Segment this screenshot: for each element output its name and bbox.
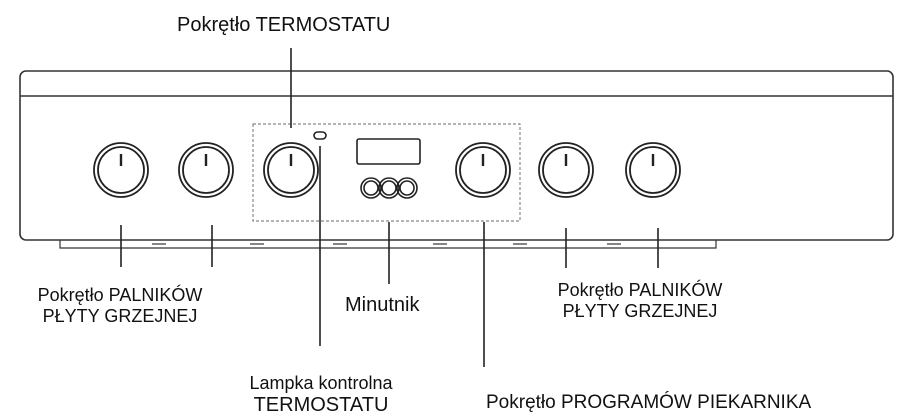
panel-bottom-rail [59,240,717,249]
hob-knobs-left-label: Pokrętło PALNIKÓW PŁYTY GRZEJNEJ [8,285,232,326]
hob-knobs-right-label-line2: PŁYTY GRZEJNEJ [562,300,718,321]
hob-knobs-left-label-line1: Pokrętło PALNIKÓW [37,285,203,305]
central-control-area [252,123,521,222]
hob-knob-1[interactable] [93,142,149,198]
control-panel-body [19,70,894,241]
thermostat-lamp-label-line1: Lampka kontrolna [249,373,393,393]
thermostat-knob-label: Pokrętło TERMOSTATU [177,14,391,36]
timer-button-2[interactable] [378,177,400,199]
timer-button-1[interactable] [360,177,382,199]
thermostat-indicator-lamp [313,131,327,140]
hob-knobs-left-label-line2: PŁYTY GRZEJNEJ [42,305,198,326]
hob-knobs-right-label: Pokrętło PALNIKÓW PŁYTY GRZEJNEJ [528,280,752,321]
hob-knob-2[interactable] [178,142,234,198]
oven-program-knob-label: Pokrętło PROGRAMÓW PIEKARNIKA [486,392,812,413]
oven-program-knob[interactable] [455,142,511,198]
thermostat-lamp-label-line2: TERMOSTATU [253,393,389,416]
thermostat-knob[interactable] [263,142,319,198]
timer-display [356,138,421,165]
hob-knobs-right-label-line1: Pokrętło PALNIKÓW [557,280,723,300]
timer-button-3[interactable] [396,177,418,199]
timer-label: Minutnik [345,294,420,316]
thermostat-lamp-label: Lampka kontrolna TERMOSTATU [196,373,446,417]
hob-knob-4[interactable] [625,142,681,198]
hob-knob-3[interactable] [538,142,594,198]
